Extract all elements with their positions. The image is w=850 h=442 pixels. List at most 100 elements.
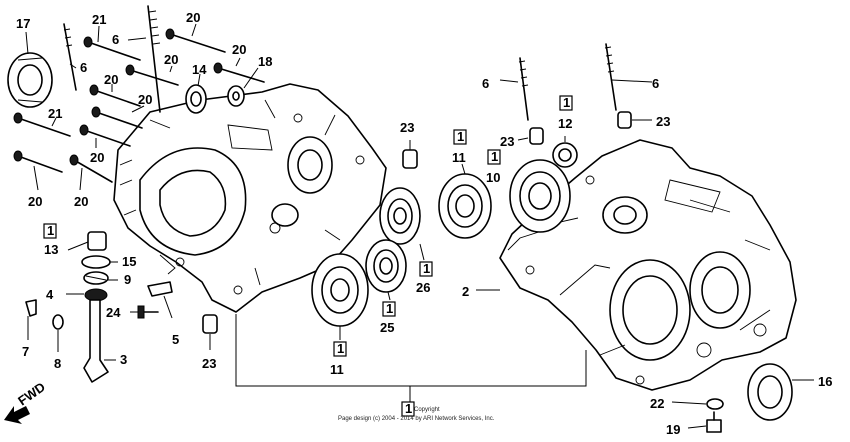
label-23-right-a: 23 [500, 134, 514, 149]
svg-text:1: 1 [563, 95, 570, 110]
forward-arrow: FWD [4, 379, 48, 424]
label-10-box: 1 [487, 149, 501, 165]
oil-seal-16 [747, 363, 793, 421]
fwd-label: FWD [15, 379, 48, 408]
bolt-20-e [91, 106, 143, 129]
label-16: 16 [818, 374, 832, 389]
bolt-19 [706, 411, 722, 433]
label-4: 4 [46, 287, 54, 302]
bolt-20-h [69, 154, 113, 183]
dowel-23-b [202, 314, 218, 334]
label-11-upper-box: 1 [453, 129, 467, 145]
dowel-23-a [402, 149, 418, 169]
label-12: 12 [558, 116, 572, 131]
oil-seal-14 [185, 84, 207, 114]
svg-text:1: 1 [405, 401, 412, 416]
label-23-lower-left: 23 [202, 356, 216, 371]
left-crankcase-half [113, 83, 387, 313]
label-20-e: 20 [138, 92, 152, 107]
stud-bolt-6-right-a [518, 57, 529, 121]
label-20-h: 20 [74, 194, 88, 209]
svg-text:1: 1 [423, 261, 430, 276]
bolt-20-a [165, 28, 226, 53]
bolt-21-top [83, 36, 141, 61]
label-20-b: 20 [164, 52, 178, 67]
oil-seal-18 [227, 85, 245, 107]
stud-bolt-6-right-b [604, 43, 617, 111]
label-21-top: 21 [92, 12, 106, 27]
copyright-line-1: Copyright [414, 407, 440, 413]
label-6-right-a: 6 [482, 76, 489, 91]
svg-text:1: 1 [337, 341, 344, 356]
bearing-25 [365, 239, 407, 293]
dowel-23-d [617, 111, 632, 129]
label-21-mid: 21 [48, 106, 62, 121]
bolt-20-d [89, 84, 141, 107]
stopper-5 [147, 281, 173, 297]
bolt-24 [137, 305, 159, 319]
label-7: 7 [22, 344, 29, 359]
label-11-lower: 11 [330, 362, 344, 377]
bolt-20-g [13, 150, 63, 173]
bearing-11-lower [311, 253, 369, 327]
label-3: 3 [120, 352, 127, 367]
bolt-21-mid [13, 112, 71, 137]
washer-22 [706, 398, 724, 410]
label-26: 26 [416, 280, 430, 295]
label-2: 2 [462, 284, 469, 299]
bearings-and-seals [7, 52, 793, 421]
bearing-10 [509, 159, 571, 233]
label-11-upper: 11 [452, 150, 466, 165]
bearing-11-upper [438, 173, 492, 239]
label-6-left: 6 [80, 60, 87, 75]
label-18: 18 [258, 54, 272, 69]
label-20-top: 20 [186, 10, 200, 25]
callout-labels: 17 21 6 20 6 20 20 14 18 20 20 21 20 20 … [16, 10, 832, 437]
label-22: 22 [650, 396, 664, 411]
bolt-20-c [213, 62, 265, 83]
label-25-box: 1 [382, 301, 396, 317]
label-23-center: 23 [400, 120, 414, 135]
label-5: 5 [172, 332, 179, 347]
label-8: 8 [54, 356, 61, 371]
label-15: 15 [122, 254, 136, 269]
label-26-box: 1 [419, 261, 433, 277]
bushing-13 [87, 231, 107, 251]
leader-lines [25, 23, 814, 429]
dowel-23-c [529, 127, 544, 145]
seal-15 [81, 255, 111, 269]
label-1-box: 1 [401, 401, 415, 417]
bolt-20-f [79, 124, 131, 147]
bearing-26 [379, 187, 421, 245]
svg-text:1: 1 [457, 129, 464, 144]
copyright-line-2: Page design (c) 2004 - 2014 by ARI Netwo… [338, 416, 495, 422]
label-24: 24 [106, 305, 121, 320]
stud-bolt-6-left-mid [63, 23, 77, 91]
bolts [13, 5, 722, 433]
label-12-box: 1 [559, 95, 573, 111]
label-20-d: 20 [104, 72, 118, 87]
label-20-f: 20 [90, 150, 104, 165]
label-6-top: 6 [112, 32, 119, 47]
clip-7 [25, 299, 37, 317]
label-14: 14 [192, 62, 207, 77]
svg-text:1: 1 [491, 149, 498, 164]
label-23-right-b: 23 [656, 114, 670, 129]
label-11-lower-box: 1 [333, 341, 347, 357]
label-20-g: 20 [28, 194, 42, 209]
label-6-right-b: 6 [652, 76, 659, 91]
needle-bearing-12 [552, 142, 578, 168]
forward-arrow-icon [4, 406, 30, 424]
label-9: 9 [124, 272, 131, 287]
label-10: 10 [486, 170, 500, 185]
label-19: 19 [666, 422, 680, 437]
label-13-box: 1 [43, 223, 57, 239]
washer-8 [52, 314, 64, 330]
bolt-20-b [125, 64, 179, 86]
svg-text:1: 1 [47, 223, 54, 238]
svg-text:1: 1 [386, 301, 393, 316]
label-13: 13 [44, 242, 58, 257]
copyright-notice: Copyright Page design (c) 2004 - 2014 by… [338, 407, 495, 422]
oil-seal-17 [7, 52, 53, 108]
